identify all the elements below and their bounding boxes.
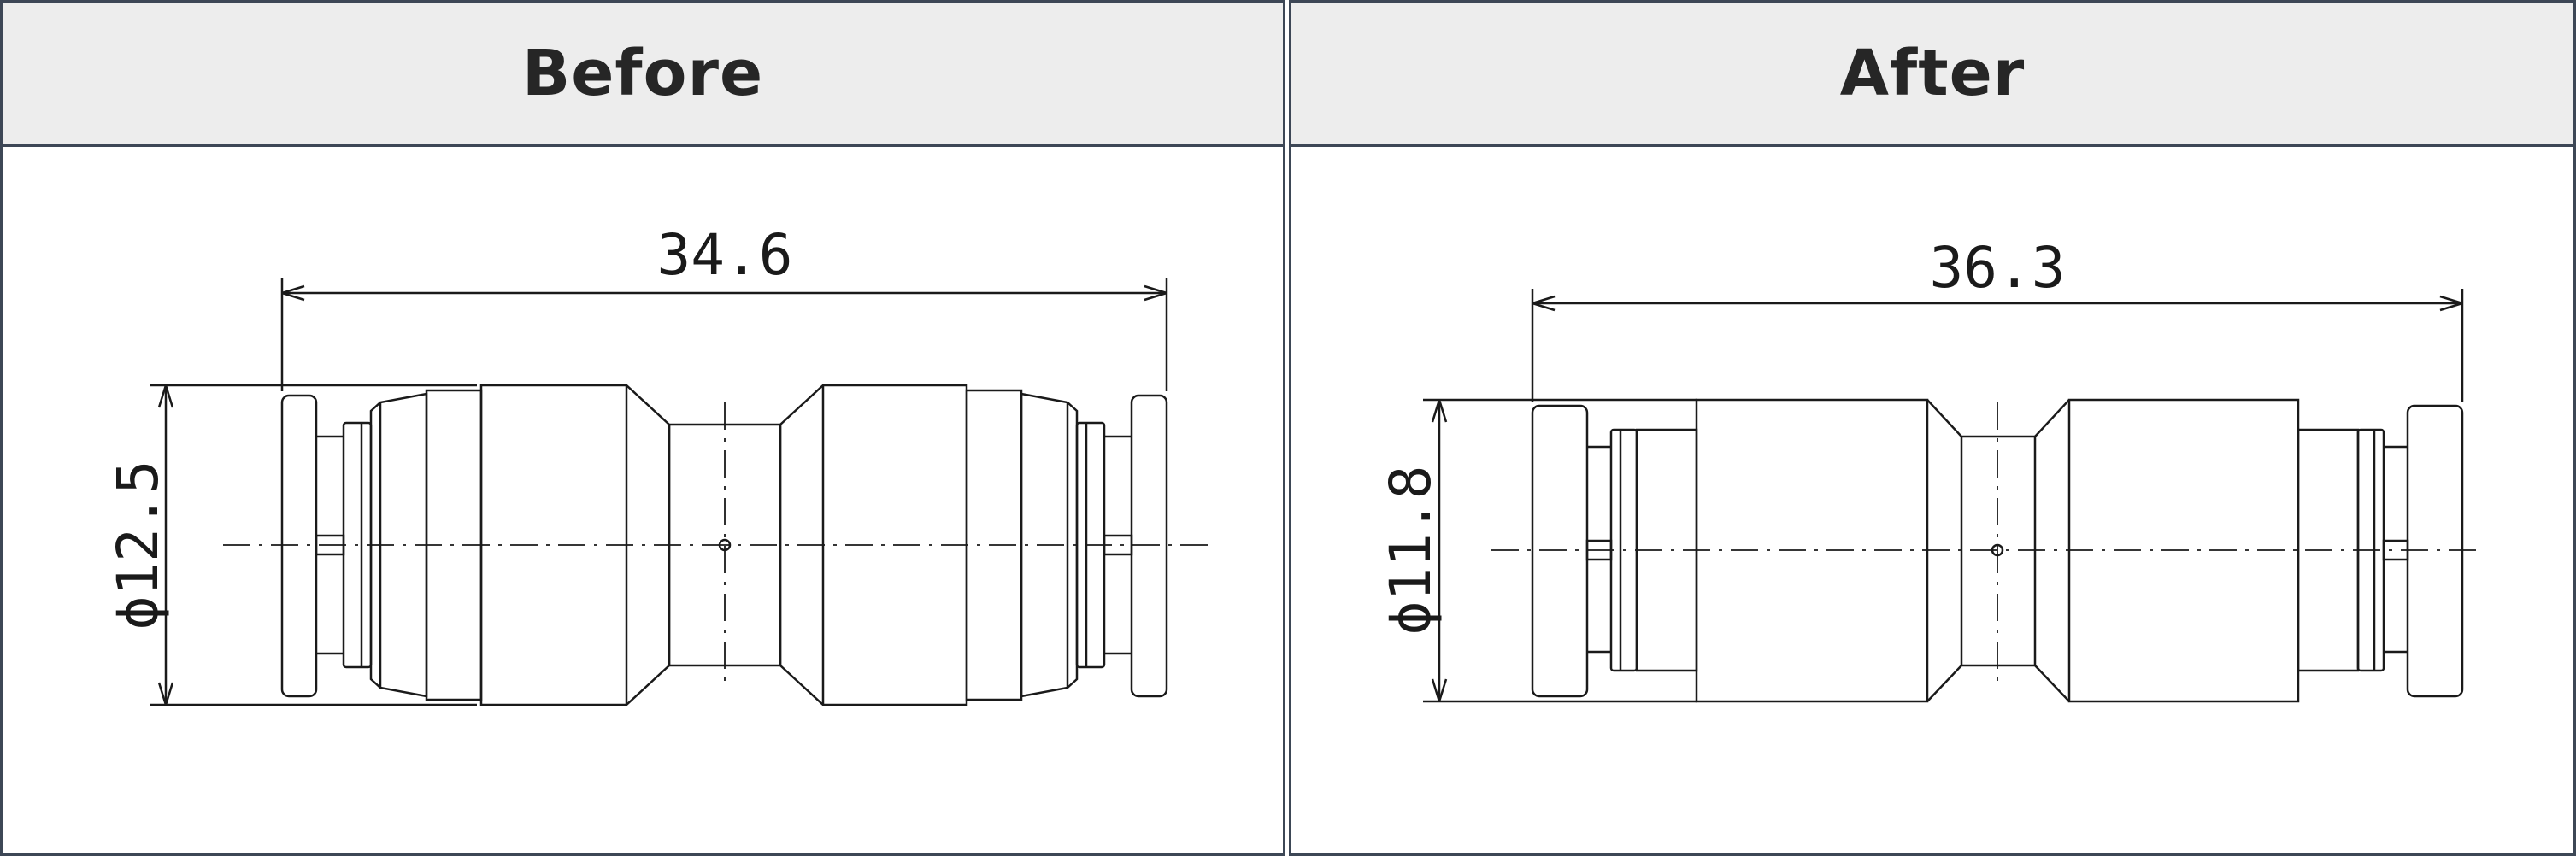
after-diameter-label: ϕ11.8 [1378, 466, 1444, 636]
before-diameter-value: 12.5 [105, 460, 171, 596]
after-center-mark [1991, 543, 2004, 557]
after-header: After [1291, 3, 2573, 147]
before-panel: Before 34.6 ϕ12.5 [0, 0, 1285, 856]
after-drawing: 36.3 ϕ11.8 [1378, 235, 2483, 703]
before-diameter-symbol: ϕ [105, 596, 171, 630]
before-title: Before [521, 37, 764, 110]
before-drawing: 34.6 ϕ12.5 [105, 222, 1214, 706]
after-diameter-dimension: ϕ11.8 [1378, 398, 1697, 703]
after-length-dimension: 36.3 [1531, 235, 2464, 402]
after-diameter-symbol: ϕ [1378, 601, 1444, 636]
before-length-label: 34.6 [657, 222, 793, 288]
after-centerlines [1491, 402, 2483, 686]
before-center-mark [718, 538, 732, 552]
before-length-dimension: 34.6 [280, 222, 1168, 391]
after-diameter-value: 11.8 [1378, 466, 1444, 601]
after-length-label: 36.3 [1930, 235, 2066, 301]
before-diameter-dimension: ϕ12.5 [105, 384, 477, 706]
after-panel: After 36.3 ϕ11.8 [1289, 0, 2576, 856]
after-title: After [1839, 37, 2026, 110]
before-header: Before [3, 3, 1283, 147]
before-diameter-label: ϕ12.5 [105, 460, 171, 630]
